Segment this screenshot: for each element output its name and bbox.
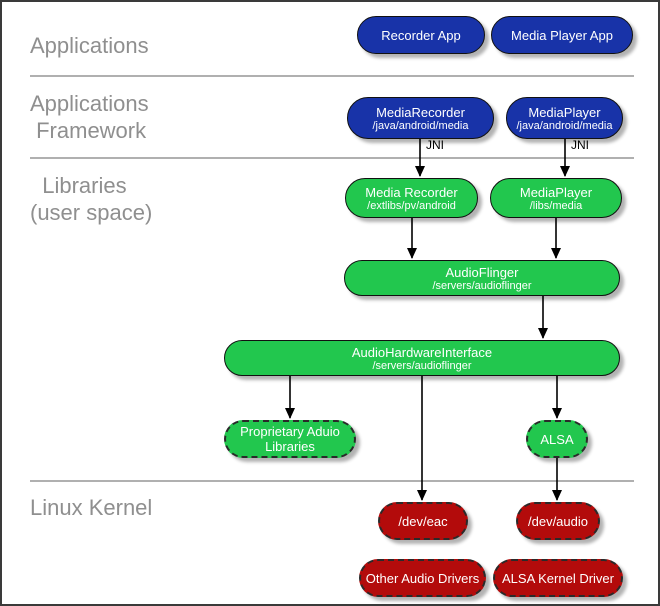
node-alsa-kernel-driver[interactable]: ALSA Kernel Driver [493,559,623,597]
node-audioflinger-title: AudioFlinger [445,264,519,280]
edge-label-jni-recorder: JNI [426,138,444,152]
node-mediarecorder-framework-path: /java/android/media [372,119,469,132]
separator-libraries [30,480,634,482]
node-mediaplayer-lib[interactable]: MediaPlayer /libs/media [490,178,622,218]
node-media-recorder-lib[interactable]: Media Recorder /extlibs/pv/android [345,178,478,218]
node-mediarecorder-framework[interactable]: MediaRecorder /java/android/media [347,97,494,139]
node-dev-audio[interactable]: /dev/audio [516,502,600,540]
node-alsa[interactable]: ALSA [526,420,588,458]
node-alsa-kernel-driver-title: ALSA Kernel Driver [502,570,614,586]
layer-label-applications: Applications [30,33,149,58]
node-media-player-app-title: Media Player App [511,27,613,43]
node-mediaplayer-framework[interactable]: MediaPlayer /java/android/media [506,97,623,139]
node-recorder-app-title: Recorder App [381,27,461,43]
node-dev-eac-title: /dev/eac [398,513,448,529]
node-media-recorder-lib-path: /extlibs/pv/android [367,199,456,212]
node-proprietary-audio-libs[interactable]: Proprietary Aduio Libraries [224,420,356,458]
layer-label-linux-kernel: Linux Kernel [30,495,153,520]
node-other-audio-drivers-title: Other Audio Drivers [365,570,480,586]
layer-label-applications-framework: Applications Framework [30,91,149,143]
separator-applications-framework [30,157,634,159]
node-mediaplayer-framework-title: MediaPlayer [528,104,601,120]
node-audioflinger[interactable]: AudioFlinger /servers/audioflinger [344,260,620,296]
node-mediaplayer-framework-path: /java/android/media [516,119,613,132]
node-mediaplayer-lib-path: /libs/media [529,199,583,212]
node-proprietary-audio-libs-subtitle: Libraries [265,439,315,454]
node-proprietary-audio-libs-title: Proprietary Aduio [240,424,340,439]
node-other-audio-drivers[interactable]: Other Audio Drivers [359,559,486,597]
node-recorder-app[interactable]: Recorder App [357,16,485,54]
node-media-recorder-lib-title: Media Recorder [365,184,458,200]
node-mediarecorder-framework-title: MediaRecorder [376,104,465,120]
node-alsa-title: ALSA [540,431,574,447]
layer-label-libraries: Libraries (user space) [30,173,153,225]
node-media-player-app[interactable]: Media Player App [491,16,633,54]
node-audiohardwareinterface-path: /servers/audioflinger [372,359,472,372]
node-mediaplayer-lib-title: MediaPlayer [519,184,593,200]
edge-label-jni-player: JNI [571,138,589,152]
node-dev-eac[interactable]: /dev/eac [378,502,468,540]
separator-applications [30,75,634,77]
node-audioflinger-path: /servers/audioflinger [432,279,532,292]
node-dev-audio-title: /dev/audio [528,513,588,529]
node-audiohardwareinterface[interactable]: AudioHardwareInterface /servers/audiofli… [224,340,620,376]
node-audiohardwareinterface-title: AudioHardwareInterface [351,344,493,360]
